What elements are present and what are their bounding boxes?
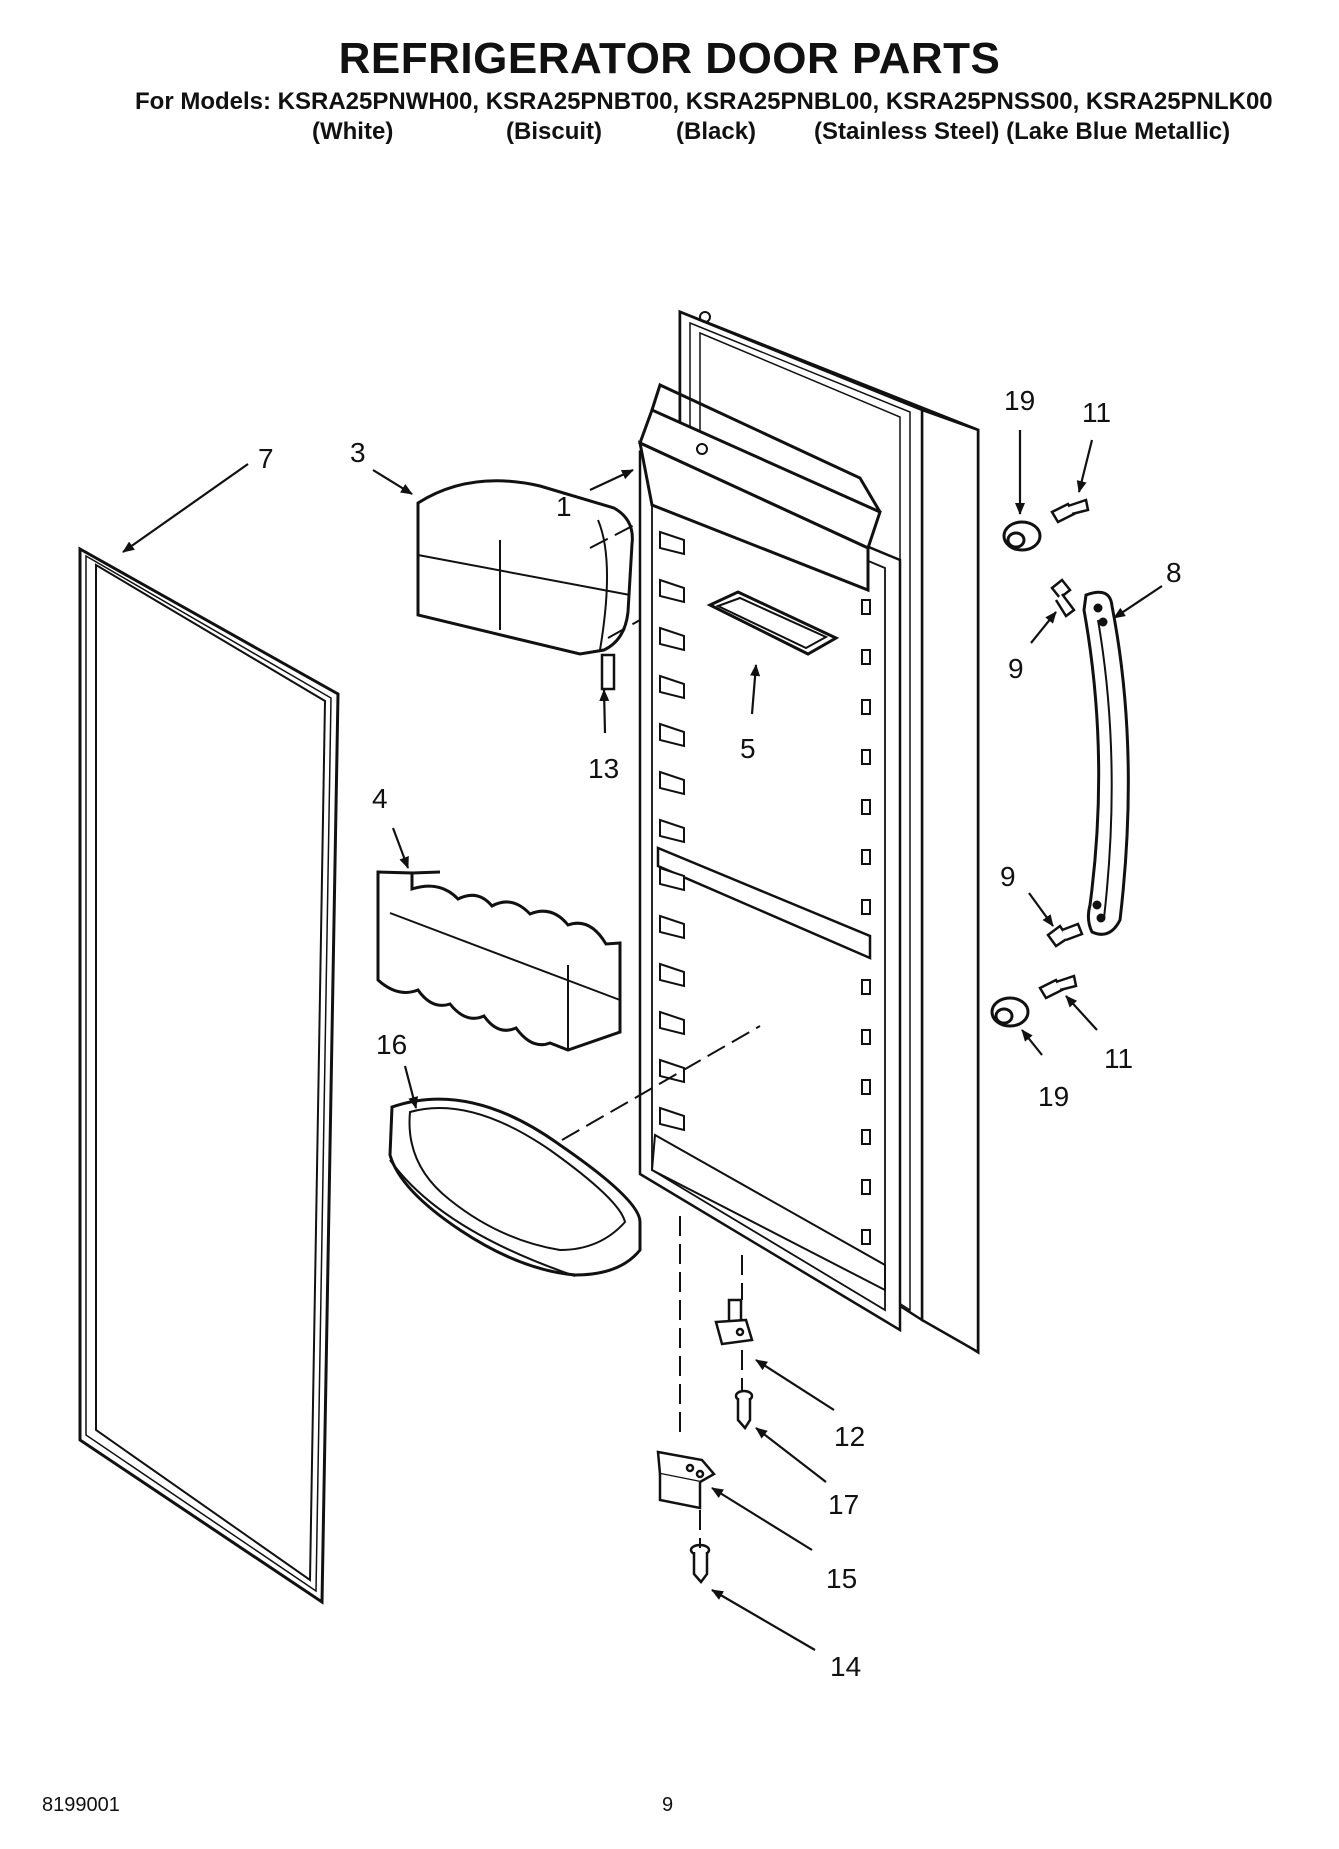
hinge-screw-upper [734,1389,754,1431]
callout-9-upper: 9 [1008,653,1024,684]
dairy-hinge-pin [600,653,616,691]
assembly-lines [561,521,761,1548]
shelf-stops-left [659,530,685,1132]
document-number: 8199001 [42,1794,120,1816]
handle-spacer-top [1002,520,1042,552]
bottom-hinge [656,1450,716,1510]
dairy-compartment [416,479,634,656]
color-white: (White) [312,118,394,145]
callout-11-bottom: 11 [1104,1043,1133,1074]
callout-8: 8 [1166,557,1182,588]
callout-3: 3 [350,437,366,468]
callout-13: 13 [588,753,619,784]
egg-tray [376,870,622,1052]
callout-19-top: 19 [1004,385,1035,416]
color-stainless-lake-blue: (Stainless Steel) (Lake Blue Metallic) [814,118,1231,145]
callout-14: 14 [830,1651,861,1682]
callout-19-bottom: 19 [1038,1081,1069,1112]
callout-15: 15 [826,1563,857,1594]
door-handle [1082,590,1130,936]
callout-leaders [122,430,1163,1651]
handle-screw-bottom [1038,974,1078,1000]
callout-1: 1 [556,491,572,522]
color-black: (Black) [676,118,757,145]
handle-screw-lower [1046,922,1084,948]
callout-5: 5 [740,733,756,764]
handle-screw-upper [1050,578,1076,618]
page-title: REFRIGERATOR DOOR PARTS [338,34,1001,83]
models-line: For Models: KSRA25PNWH00, KSRA25PNBT00, … [135,88,1273,115]
callout-16: 16 [376,1029,407,1060]
door-bin [388,1097,642,1277]
handle-screw-top [1050,498,1090,524]
hinge-bushing [714,1298,754,1346]
refrigerator-door [637,309,980,1355]
callout-7: 7 [258,443,274,474]
door-gasket [78,546,340,1605]
page-number: 9 [662,1794,674,1816]
callout-17: 17 [828,1489,859,1520]
small-tray [706,590,840,656]
handle-spacer-bottom [990,996,1030,1028]
callout-4: 4 [372,783,388,814]
hinge-screw-lower [689,1543,711,1584]
callout-12: 12 [834,1421,865,1452]
color-biscuit: (Biscuit) [506,118,602,145]
callout-9-lower: 9 [1000,861,1016,892]
callout-11-top: 11 [1082,397,1111,428]
shelf-stops-right [861,599,871,1245]
